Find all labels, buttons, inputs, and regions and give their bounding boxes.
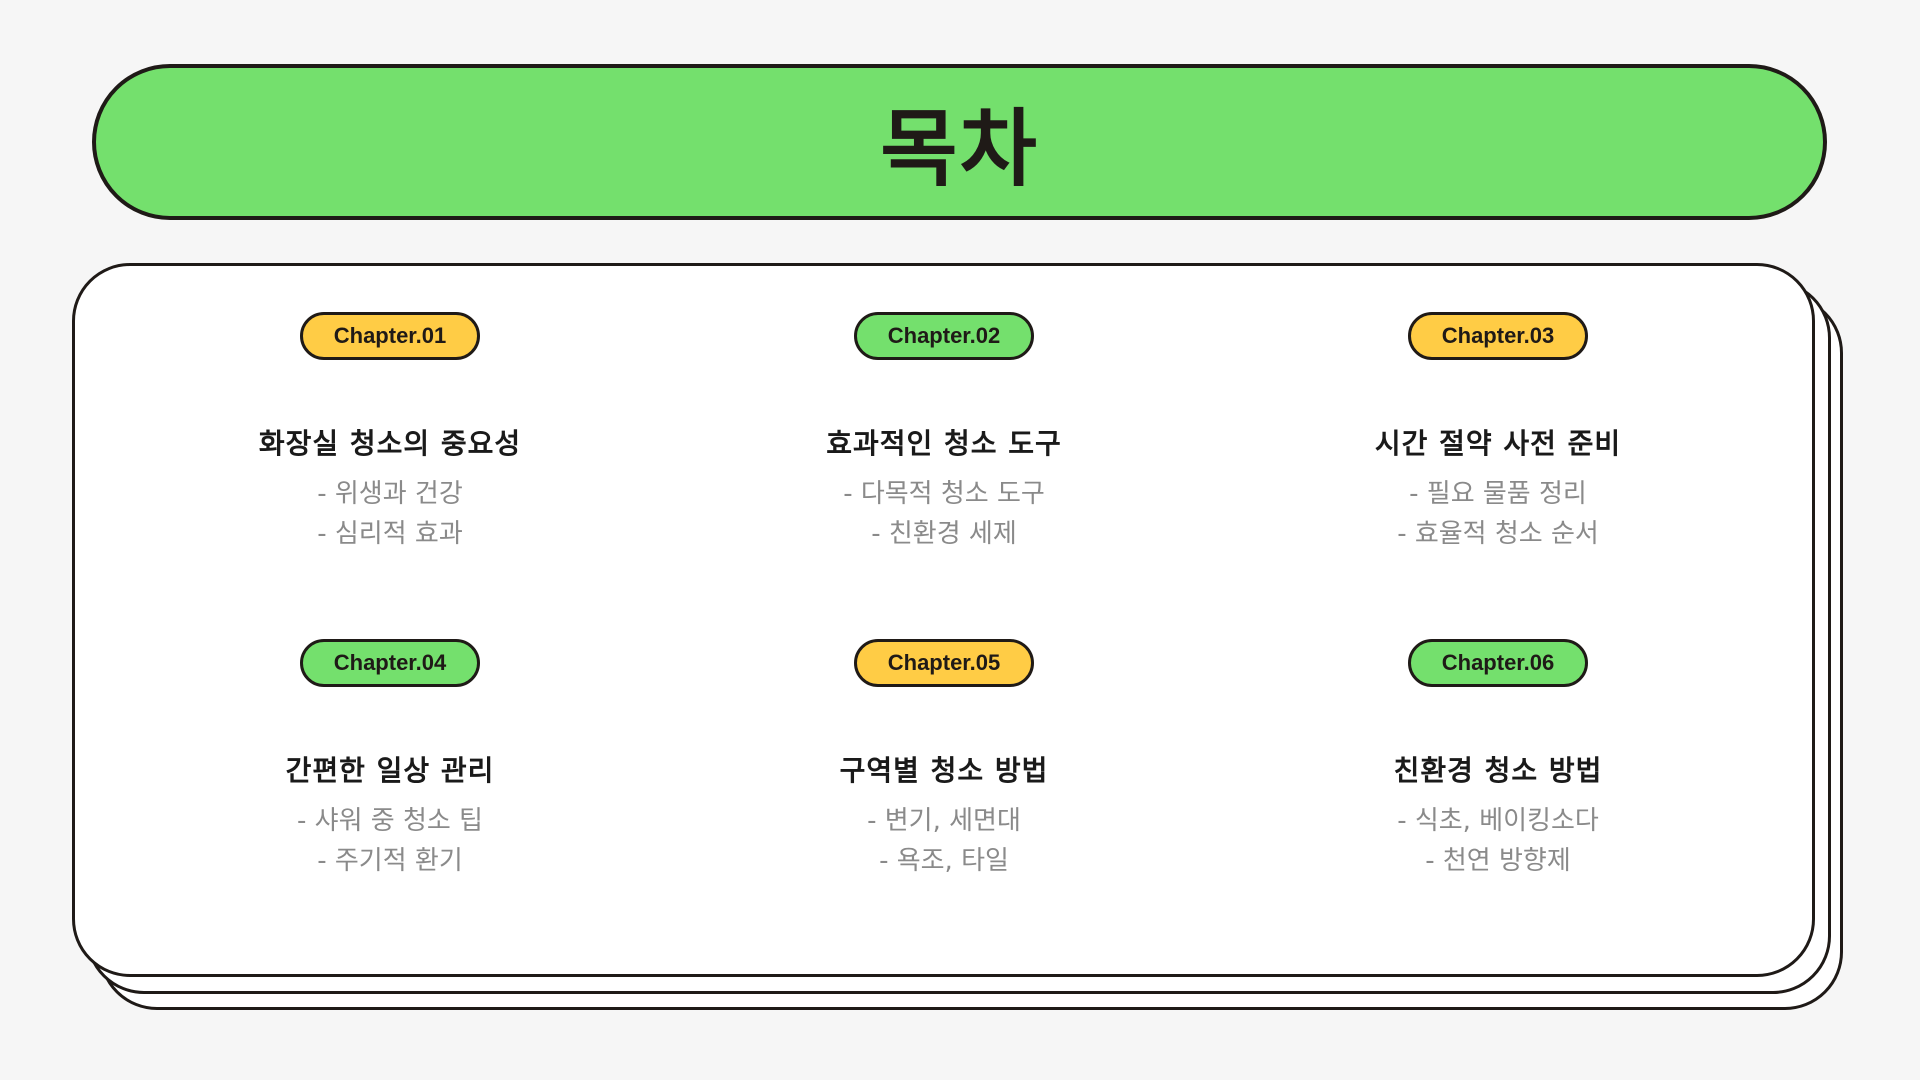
list-item: - 심리적 효과 [317,519,463,549]
chapter-badge: Chapter.04 [300,639,480,687]
chapter-title: 시간 절약 사전 준비 [1374,427,1622,460]
chapter-item-01[interactable]: Chapter.01 화장실 청소의 중요성 - 위생과 건강 - 심리적 효과 [113,312,667,554]
page-title: 목차 [880,99,1039,198]
chapter-badge: Chapter.05 [854,639,1034,687]
list-item: - 필요 물품 정리 [1409,479,1587,509]
list-item: - 친환경 세제 [871,519,1017,549]
chapter-subitems: - 필요 물품 정리 - 효율적 청소 순서 [1397,474,1599,554]
chapter-subitems: - 샤워 중 청소 팁 - 주기적 환기 [297,801,483,881]
chapter-badge: Chapter.01 [300,312,480,360]
chapter-subitems: - 다목적 청소 도구 - 친환경 세제 [843,474,1045,554]
chapter-subitems: - 위생과 건강 - 심리적 효과 [317,474,463,554]
list-item: - 효율적 청소 순서 [1397,519,1599,549]
chapter-title: 화장실 청소의 중요성 [258,427,522,460]
list-item: - 주기적 환기 [317,846,463,876]
chapter-badge: Chapter.02 [854,312,1034,360]
list-item: - 욕조, 타일 [879,846,1009,876]
list-item: - 천연 방향제 [1425,846,1571,876]
chapter-title: 간편한 일상 관리 [285,754,495,787]
chapter-item-05[interactable]: Chapter.05 구역별 청소 방법 - 변기, 세면대 - 욕조, 타일 [667,639,1221,881]
chapter-subitems: - 변기, 세면대 - 욕조, 타일 [867,801,1021,881]
chapter-title: 친환경 청소 방법 [1393,754,1603,787]
chapter-subitems: - 식초, 베이킹소다 - 천연 방향제 [1397,801,1599,881]
list-item: - 변기, 세면대 [867,806,1021,836]
list-item: - 다목적 청소 도구 [843,479,1045,509]
chapter-item-04[interactable]: Chapter.04 간편한 일상 관리 - 샤워 중 청소 팁 - 주기적 환… [113,639,667,881]
chapter-badge: Chapter.03 [1408,312,1588,360]
chapter-title: 구역별 청소 방법 [839,754,1049,787]
title-banner: 목차 [92,64,1827,220]
list-item: - 샤워 중 청소 팁 [297,806,483,836]
contents-card: Chapter.01 화장실 청소의 중요성 - 위생과 건강 - 심리적 효과… [72,263,1815,977]
chapter-badge: Chapter.06 [1408,639,1588,687]
chapter-item-06[interactable]: Chapter.06 친환경 청소 방법 - 식초, 베이킹소다 - 천연 방향… [1221,639,1775,881]
chapter-title: 효과적인 청소 도구 [826,427,1062,460]
chapter-item-02[interactable]: Chapter.02 효과적인 청소 도구 - 다목적 청소 도구 - 친환경 … [667,312,1221,554]
list-item: - 식초, 베이킹소다 [1397,806,1599,836]
list-item: - 위생과 건강 [317,479,463,509]
chapter-grid: Chapter.01 화장실 청소의 중요성 - 위생과 건강 - 심리적 효과… [75,266,1812,974]
chapter-item-03[interactable]: Chapter.03 시간 절약 사전 준비 - 필요 물품 정리 - 효율적 … [1221,312,1775,554]
